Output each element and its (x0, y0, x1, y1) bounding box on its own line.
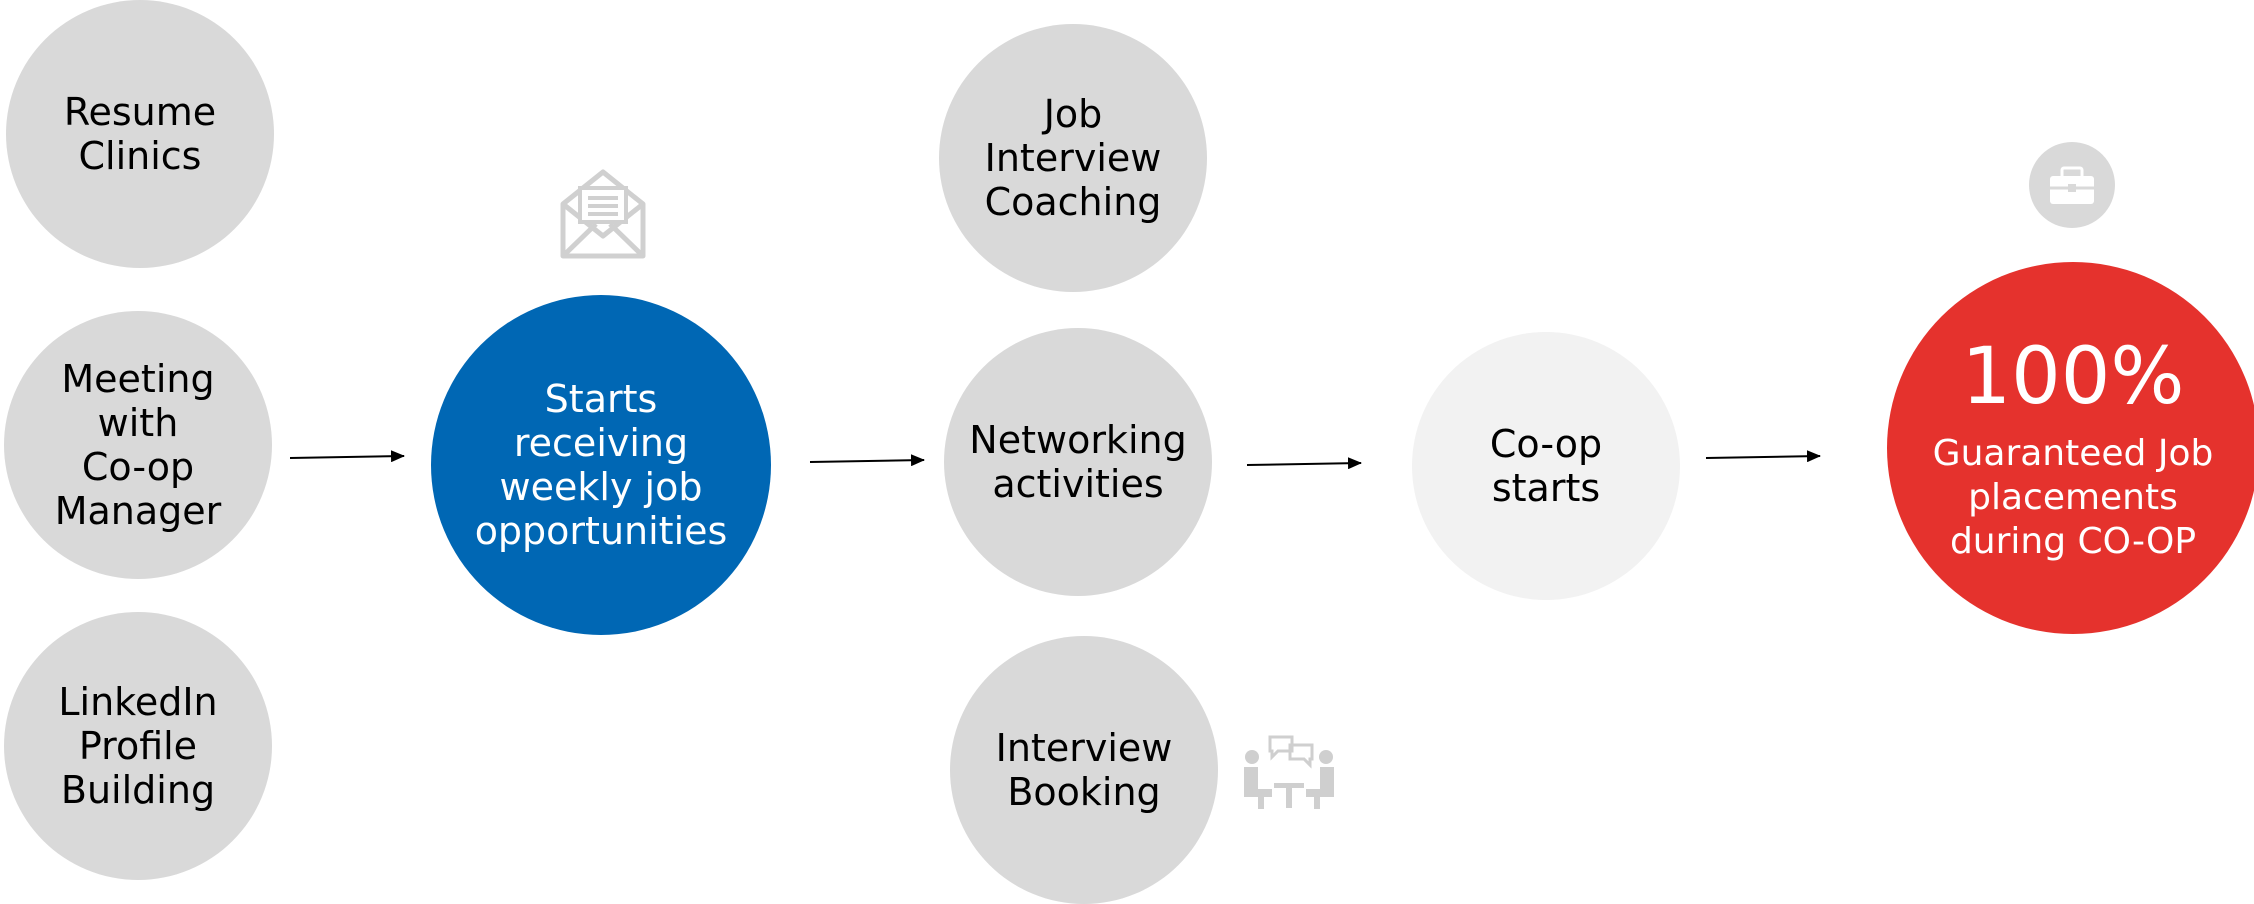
weekly-job-opportunities-node: Starts receiving weekly job opportunitie… (431, 295, 771, 635)
resume-clinics-label: Resume Clinics (63, 90, 217, 178)
resume-clinics-node: Resume Clinics (6, 0, 274, 268)
briefcase-icon (2029, 142, 2115, 228)
linkedin-profile-node: LinkedIn Profile Building (4, 612, 272, 880)
arrow-4 (1705, 450, 1821, 463)
interview-booking-node: Interview Booking (950, 636, 1218, 904)
guarantee-label: Guaranteed Job placements during CO-OP (1932, 433, 2214, 562)
coop-starts-label: Co-op starts (1489, 422, 1603, 510)
guaranteed-placement-node: 100% Guaranteed Job placements during CO… (1887, 262, 2254, 634)
arrow-2 (809, 454, 925, 467)
guarantee-percentage: 100% (1961, 332, 2185, 422)
linkedin-profile-label: LinkedIn Profile Building (58, 680, 218, 812)
meeting-coop-manager-label: Meeting with Co-op Manager (54, 357, 222, 533)
arrow-1 (289, 450, 405, 463)
job-interview-coaching-node: Job Interview Coaching (939, 24, 1207, 292)
weekly-job-opportunities-label: Starts receiving weekly job opportunitie… (474, 377, 728, 553)
envelope-icon (560, 169, 646, 259)
meeting-people-icon (1244, 735, 1334, 809)
meeting-coop-manager-node: Meeting with Co-op Manager (4, 311, 272, 579)
job-interview-coaching-label: Job Interview Coaching (984, 92, 1162, 224)
networking-activities-node: Networking activities (944, 328, 1212, 596)
arrow-3 (1246, 457, 1362, 470)
networking-activities-label: Networking activities (969, 418, 1187, 506)
interview-booking-label: Interview Booking (995, 726, 1173, 814)
coop-starts-node: Co-op starts (1412, 332, 1680, 600)
